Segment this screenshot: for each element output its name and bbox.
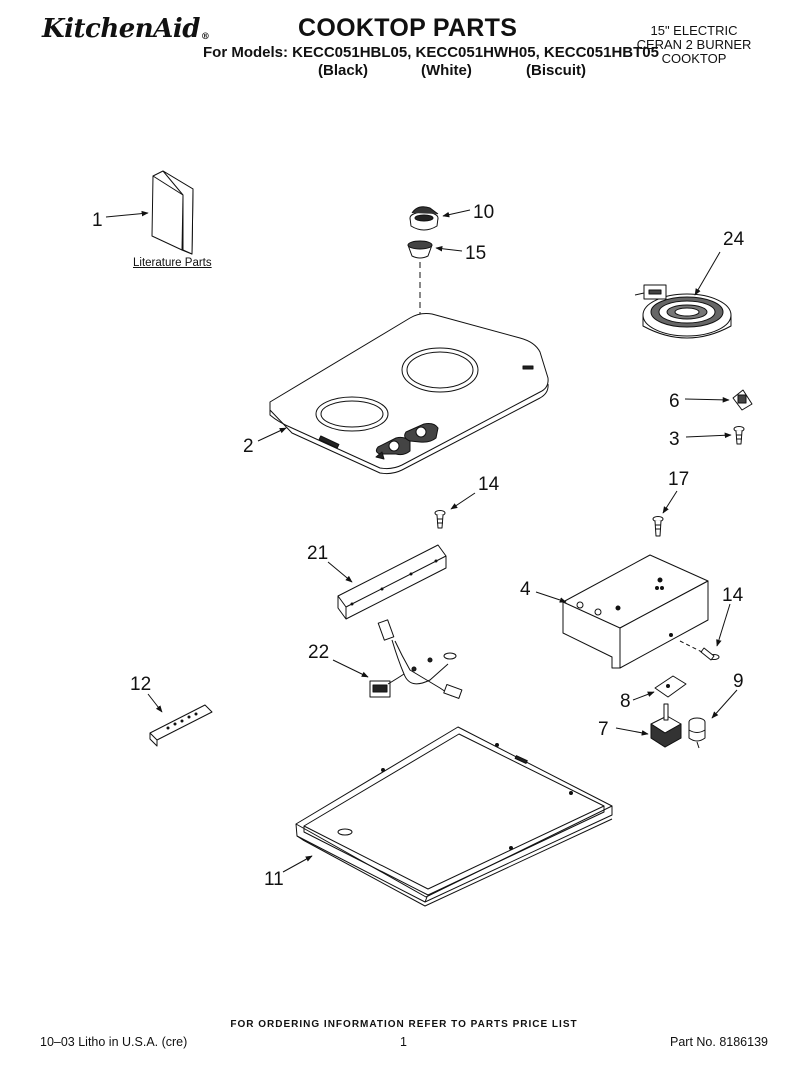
infinite-switch (650, 703, 682, 748)
callout-12: 12 (130, 674, 151, 695)
callout-14-lower: 14 (722, 585, 744, 606)
models-line: For Models: KECC051HBL05, KECC051HWH05, … (203, 44, 659, 61)
mounting-bracket (337, 544, 447, 620)
screw-14-upper (434, 510, 446, 529)
description-line: 15" ELECTRIC (650, 23, 738, 38)
brand-name: KitchenAid (42, 14, 200, 44)
brand-logo: KitchenAid® (42, 14, 210, 44)
color-black: (Black) (318, 62, 369, 79)
literature-booklet (151, 170, 194, 255)
callout-2: 2 (243, 436, 254, 457)
control-knob (409, 206, 439, 231)
callout-22: 22 (308, 642, 329, 663)
page-title: COOKTOP PARTS (298, 14, 518, 42)
callout-8: 8 (620, 691, 631, 712)
callout-10: 10 (473, 202, 494, 223)
callout-6: 6 (669, 391, 680, 412)
callout-4: 4 (520, 579, 531, 600)
glass-cooktop (269, 313, 549, 475)
color-biscuit: (Biscuit) (526, 62, 586, 79)
alignment-line (679, 640, 703, 653)
control-box (562, 554, 709, 669)
color-white: (White) (421, 62, 472, 79)
callout-15: 15 (465, 243, 486, 264)
wire-harness (369, 619, 463, 699)
indicator-light (688, 717, 706, 749)
description-line: CERAN 2 BURNER (636, 37, 752, 52)
description-line: COOKTOP (661, 51, 727, 66)
bottom-pan (295, 726, 613, 907)
leader-lines (105, 209, 738, 873)
callout-21: 21 (307, 543, 328, 564)
callout-24: 24 (723, 229, 745, 250)
element-clip (732, 389, 753, 411)
ordering-note: FOR ORDERING INFORMATION REFER TO PARTS … (230, 1019, 578, 1030)
switch-plate (654, 675, 687, 698)
callout-7: 7 (598, 719, 609, 740)
callout-3: 3 (669, 429, 680, 450)
side-bracket (149, 704, 213, 747)
product-description: 15" ELECTRIC CERAN 2 BURNER COOKTOP (624, 24, 764, 66)
callout-17: 17 (668, 469, 689, 490)
callout-1: 1 (92, 210, 103, 231)
screw-3 (733, 426, 745, 445)
literature-parts-label: Literature Parts (133, 257, 212, 269)
knob-adapter (407, 240, 433, 259)
page-number: 1 (400, 1035, 407, 1049)
callout-14-upper: 14 (478, 474, 500, 495)
litho-note: 10–03 Litho in U.S.A. (cre) (40, 1035, 188, 1049)
callout-9: 9 (733, 671, 744, 692)
screw-14-lower (700, 647, 720, 661)
radiant-element (634, 284, 732, 339)
part-number: Part No. 8186139 (670, 1035, 768, 1049)
callout-11: 11 (264, 869, 284, 890)
brand-registered-mark: ® (200, 32, 210, 42)
screw-17 (652, 516, 664, 537)
